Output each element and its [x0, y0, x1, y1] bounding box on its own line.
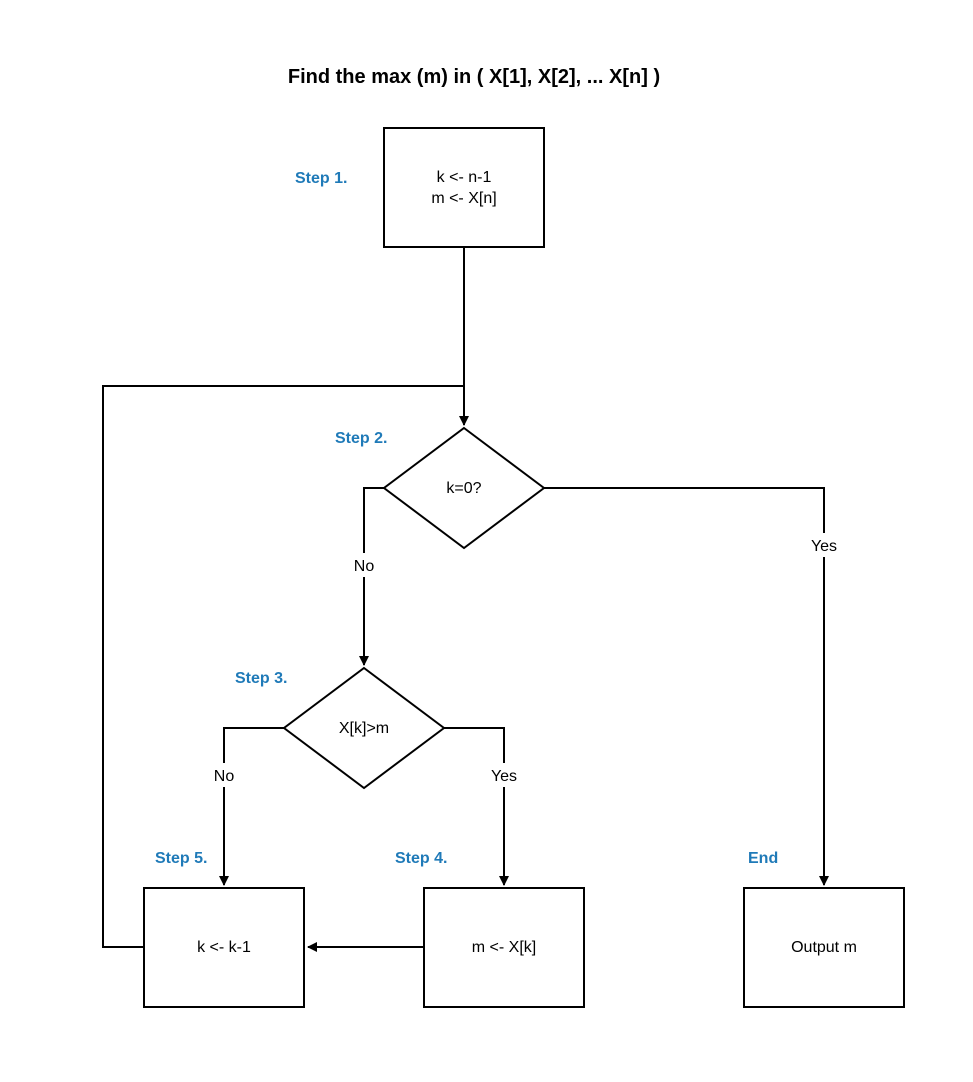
compare-label: X[k]>m [339, 720, 389, 737]
step-4-label: Step 4. [395, 850, 447, 867]
edge-label-compare-no: No [214, 768, 235, 785]
edge-check-yes [544, 487, 829, 886]
decrement-label: k <- k-1 [197, 939, 251, 956]
output-box [743, 887, 905, 1008]
assign-m-box [423, 887, 585, 1008]
init-box [383, 127, 545, 248]
compare-diamond [282, 666, 446, 790]
decrement-box [143, 887, 305, 1008]
assign-m-label: m <- X[k] [472, 939, 536, 956]
edge-label-check-no: No [354, 558, 375, 575]
check-k-diamond [382, 426, 546, 550]
edge-label-compare-yes: Yes [491, 768, 517, 785]
edge-label-check-yes: Yes [811, 538, 837, 555]
diagram-title: Find the max (m) in ( X[1], X[2], ... X[… [288, 66, 660, 88]
step-5-label: Step 5. [155, 850, 207, 867]
edge-compare-yes [444, 727, 509, 886]
check-k-label: k=0? [446, 480, 481, 497]
end-label: End [748, 850, 778, 867]
edge-compare-no [219, 727, 284, 886]
step-1-label: Step 1. [295, 170, 347, 187]
init-line-2: m <- X[n] [431, 190, 496, 207]
output-label: Output m [791, 939, 857, 956]
edge-loop-back [102, 385, 464, 948]
step-2-label: Step 2. [335, 430, 387, 447]
init-line-1: k <- n-1 [437, 169, 492, 186]
edge-check-no [359, 487, 384, 666]
step-3-label: Step 3. [235, 670, 287, 687]
